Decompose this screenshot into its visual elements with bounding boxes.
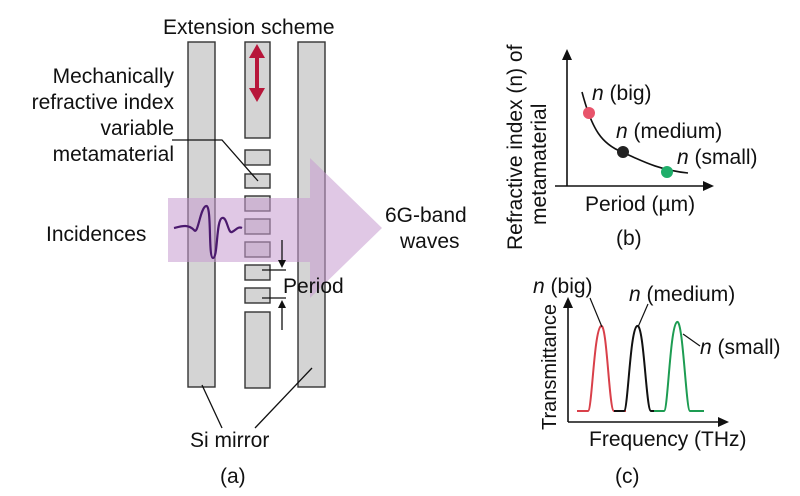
panel-c-x-arrowhead xyxy=(718,417,729,427)
panel-b-y-label-line2: metamaterial xyxy=(528,104,551,225)
point-small xyxy=(661,166,673,178)
metamaterial-cell xyxy=(244,264,271,281)
panel-c: n (big) n (medium) n (small) Transmittan… xyxy=(533,275,781,488)
point-big xyxy=(583,107,595,119)
extension-scheme-label: Extension scheme xyxy=(163,16,335,39)
point-medium xyxy=(617,146,629,158)
period-label: Period xyxy=(283,275,344,298)
panel-c-caption: (c) xyxy=(615,465,640,488)
metamaterial-label-line3: variable xyxy=(100,117,174,140)
metamaterial-label-line4: metamaterial xyxy=(53,143,174,166)
panel-a: Extension scheme Mechanically refractive… xyxy=(32,16,467,488)
peak-small-label: n (small) xyxy=(700,336,781,359)
peak-small-leader xyxy=(682,333,701,347)
peak-big xyxy=(577,324,626,412)
metamaterial-cell xyxy=(244,149,271,166)
peak-medium-label: n (medium) xyxy=(629,283,735,306)
incidence-beam-arrow xyxy=(168,158,382,298)
metamaterial-cell xyxy=(244,287,271,304)
wave-label-line1: 6G-band xyxy=(385,204,467,227)
panel-c-y-label: Transmittance xyxy=(539,304,561,430)
panel-a-caption: (a) xyxy=(220,465,246,488)
wave-packet xyxy=(173,204,243,260)
metamaterial-bottom-segment xyxy=(244,311,271,389)
metamaterial-leader-line xyxy=(172,139,259,182)
panel-b-x-arrowhead xyxy=(703,181,714,191)
wave-label-line2: waves xyxy=(399,230,460,253)
metamaterial-label-line2: refractive index xyxy=(32,91,175,114)
metamaterial-label-line1: Mechanically xyxy=(53,65,175,88)
panel-b-y-arrowhead xyxy=(562,49,572,60)
panel-b: n (big) n (medium) n (small) Refractive … xyxy=(504,44,758,250)
si-mirror-label: Si mirror xyxy=(190,429,269,452)
extension-arrow xyxy=(249,44,265,102)
peak-small xyxy=(654,320,704,412)
peak-medium-leader xyxy=(637,303,649,328)
point-small-label: n (small) xyxy=(677,146,758,169)
point-big-label: n (big) xyxy=(592,82,652,105)
panel-c-x-label: Frequency (THz) xyxy=(589,428,747,451)
mirror-leader-left xyxy=(201,384,223,429)
peak-big-leader xyxy=(589,297,603,328)
point-medium-label: n (medium) xyxy=(616,120,722,143)
mirror-leader-right xyxy=(254,367,313,429)
panel-b-x-label: Period (µm) xyxy=(585,193,695,216)
panel-b-caption: (b) xyxy=(616,227,642,250)
panel-c-y-arrowhead xyxy=(563,297,573,308)
panel-b-y-label-line1: Refractive index (n) of xyxy=(504,44,527,250)
incidences-label: Incidences xyxy=(46,223,146,246)
peak-big-label: n (big) xyxy=(533,275,593,298)
period-dimension xyxy=(262,240,286,330)
peak-medium xyxy=(614,324,660,412)
